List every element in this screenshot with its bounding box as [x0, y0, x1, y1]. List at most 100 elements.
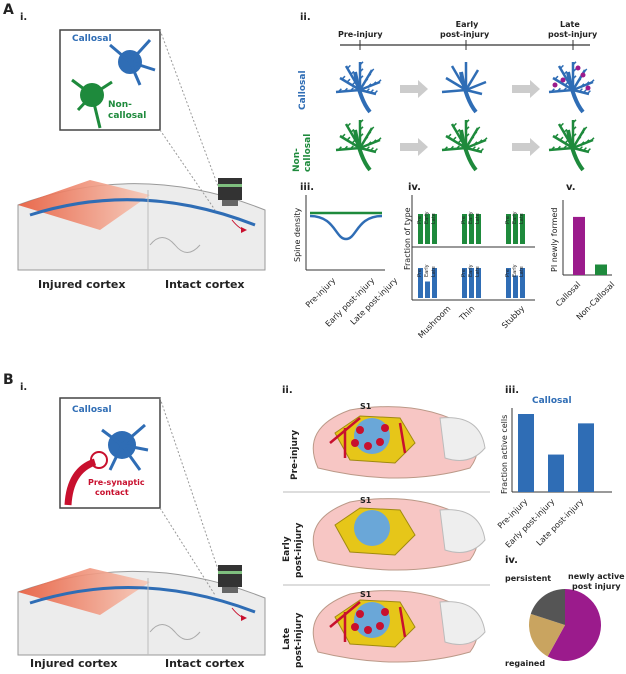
b-ii-s1-2: S1: [360, 496, 372, 505]
a-v-plot: [573, 216, 607, 275]
a-iv-bar-green: [476, 214, 481, 244]
b-callosal-neuron: [101, 423, 149, 471]
a-callosal-neuron: [109, 38, 156, 86]
b-ii-brain: [312, 406, 486, 479]
a-i-noncallosal-1: Non-: [108, 100, 132, 110]
b-i-label: i.: [20, 382, 28, 393]
b-iii-title: Callosal: [532, 396, 572, 406]
b-ii-row-1: Pre-injury: [290, 429, 300, 480]
b-i-callosal: Callosal: [72, 405, 112, 415]
a-iv-bar-label: Early: [512, 211, 518, 224]
a-timeline: [340, 40, 590, 50]
a-iv-bar-label: Pre: [461, 269, 467, 277]
a-iv-ylabel: Fraction of type: [403, 207, 412, 270]
a-ii-t2b: post-injury: [440, 30, 490, 39]
a-iv-bar-green: [425, 214, 430, 244]
b-iv-newly-2: post injury: [572, 582, 621, 591]
a-ii-t2a: Early: [455, 20, 479, 29]
b-iv-slice: [528, 613, 565, 657]
b-ii-brain: [312, 498, 486, 571]
b-ii-row-3b: post-injury: [294, 612, 304, 668]
a-iv-bar-blue: [513, 275, 518, 298]
b-iv-persistent: persistent: [505, 574, 552, 583]
a-iv-bar-blue: [418, 268, 423, 298]
a-ii-noncallosal-tree-early: [441, 119, 488, 172]
a-ii-callosal-tree-pre: [335, 61, 382, 114]
a-ii-label: ii.: [300, 12, 311, 23]
a-i-injured: Injured cortex: [38, 278, 126, 291]
b-iv-slice: [547, 589, 601, 662]
a-iv-axes: [411, 195, 535, 301]
a-arrows: [400, 80, 540, 156]
a-iv-plot: [418, 214, 525, 298]
a-iv-bar-blue: [506, 268, 511, 298]
a-ii-callosal-tree-early: [441, 62, 487, 114]
a-iv-bar-green: [418, 214, 423, 244]
a-iv-bar-label: Pre: [505, 216, 511, 224]
a-noncallosal-neuron: [71, 78, 113, 129]
a-iv-bar-label: Pre: [417, 216, 423, 224]
a-iv-bar-green: [520, 214, 525, 244]
a-iv-bar-label: Late: [475, 213, 481, 224]
a-iv-bar-label: Late: [431, 266, 437, 277]
a-iv-bar-label: Early: [424, 211, 430, 224]
a-iv-bar-label: Pre: [505, 269, 511, 277]
a-ii-t3b: post-injury: [548, 30, 598, 39]
a-i-intact: Intact cortex: [165, 278, 245, 291]
b-iii-bar: [578, 423, 594, 492]
a-iv-bar-green: [462, 214, 467, 244]
a-dendrite-trees: [335, 61, 595, 172]
a-v-ylabel: PI newly formed: [550, 207, 559, 272]
a-iv-bar-blue: [476, 268, 481, 298]
b-iv-pie: [528, 589, 601, 662]
a-iv-bar-label: Late: [519, 266, 525, 277]
a-iv-bar-label: Late: [431, 213, 437, 224]
a-iv-bar-green: [506, 214, 511, 244]
b-ii-row-2b: post-injury: [294, 522, 304, 578]
b-callout-box: [59, 397, 161, 509]
a-v-bar: [573, 216, 585, 275]
a-objective: [218, 178, 242, 206]
b-iv-label: iv.: [505, 555, 518, 566]
a-iv-bar-label: Pre: [417, 269, 423, 277]
a-v-label: v.: [566, 182, 576, 193]
b-ii-label: ii.: [282, 385, 293, 396]
b-brain-slab: [17, 568, 266, 656]
a-iv-bar-blue: [432, 268, 437, 298]
b-ii-row-3a: Late: [282, 627, 292, 650]
b-iii-ylabel: Fraction active cells: [500, 414, 509, 494]
a-iv-bar-label: Early: [468, 211, 474, 224]
a-ii-row-non2: callosal: [303, 133, 313, 172]
a-iv-bar-label: Early: [512, 264, 518, 277]
b-ii-row-2a: Early: [282, 536, 292, 562]
a-ii-row-callosal: Callosal: [298, 70, 308, 110]
a-v-bar: [595, 264, 607, 275]
b-iii-label: iii.: [505, 385, 520, 396]
b-iv-slice: [530, 589, 565, 625]
panel-a-label: A: [3, 2, 14, 18]
a-iv-bar-label: Early: [424, 264, 430, 277]
a-ii-row-non1: Non-: [292, 148, 302, 172]
b-ii-brain: [312, 590, 486, 663]
a-brain-slab: [17, 180, 266, 271]
a-i-callosal: Callosal: [72, 34, 112, 44]
a-iii-plot: [309, 211, 383, 241]
a-iii-series-callosal: [309, 214, 383, 241]
a-iv-bar-blue: [469, 268, 474, 298]
b-iii-bar: [548, 454, 564, 492]
a-ii-t3a: Late: [560, 20, 580, 29]
a-iv-bar-green: [432, 214, 437, 244]
panel-b-label: B: [3, 372, 14, 388]
a-iii-axes: [305, 195, 385, 271]
b-i-injured: Injured cortex: [30, 657, 118, 670]
b-brains: [312, 406, 486, 663]
a-v-axes: [562, 200, 612, 276]
a-ii-t1: Pre-injury: [338, 30, 383, 39]
a-iii-ylabel: Spine density: [293, 207, 302, 262]
b-iii-bar: [518, 414, 534, 492]
b-ii-s1-3: S1: [360, 590, 372, 599]
a-iv-bar-blue: [520, 268, 525, 298]
a-ii-noncallosal-tree-late: [548, 119, 595, 172]
b-i-presyn-1: Pre-synaptic: [88, 478, 145, 487]
